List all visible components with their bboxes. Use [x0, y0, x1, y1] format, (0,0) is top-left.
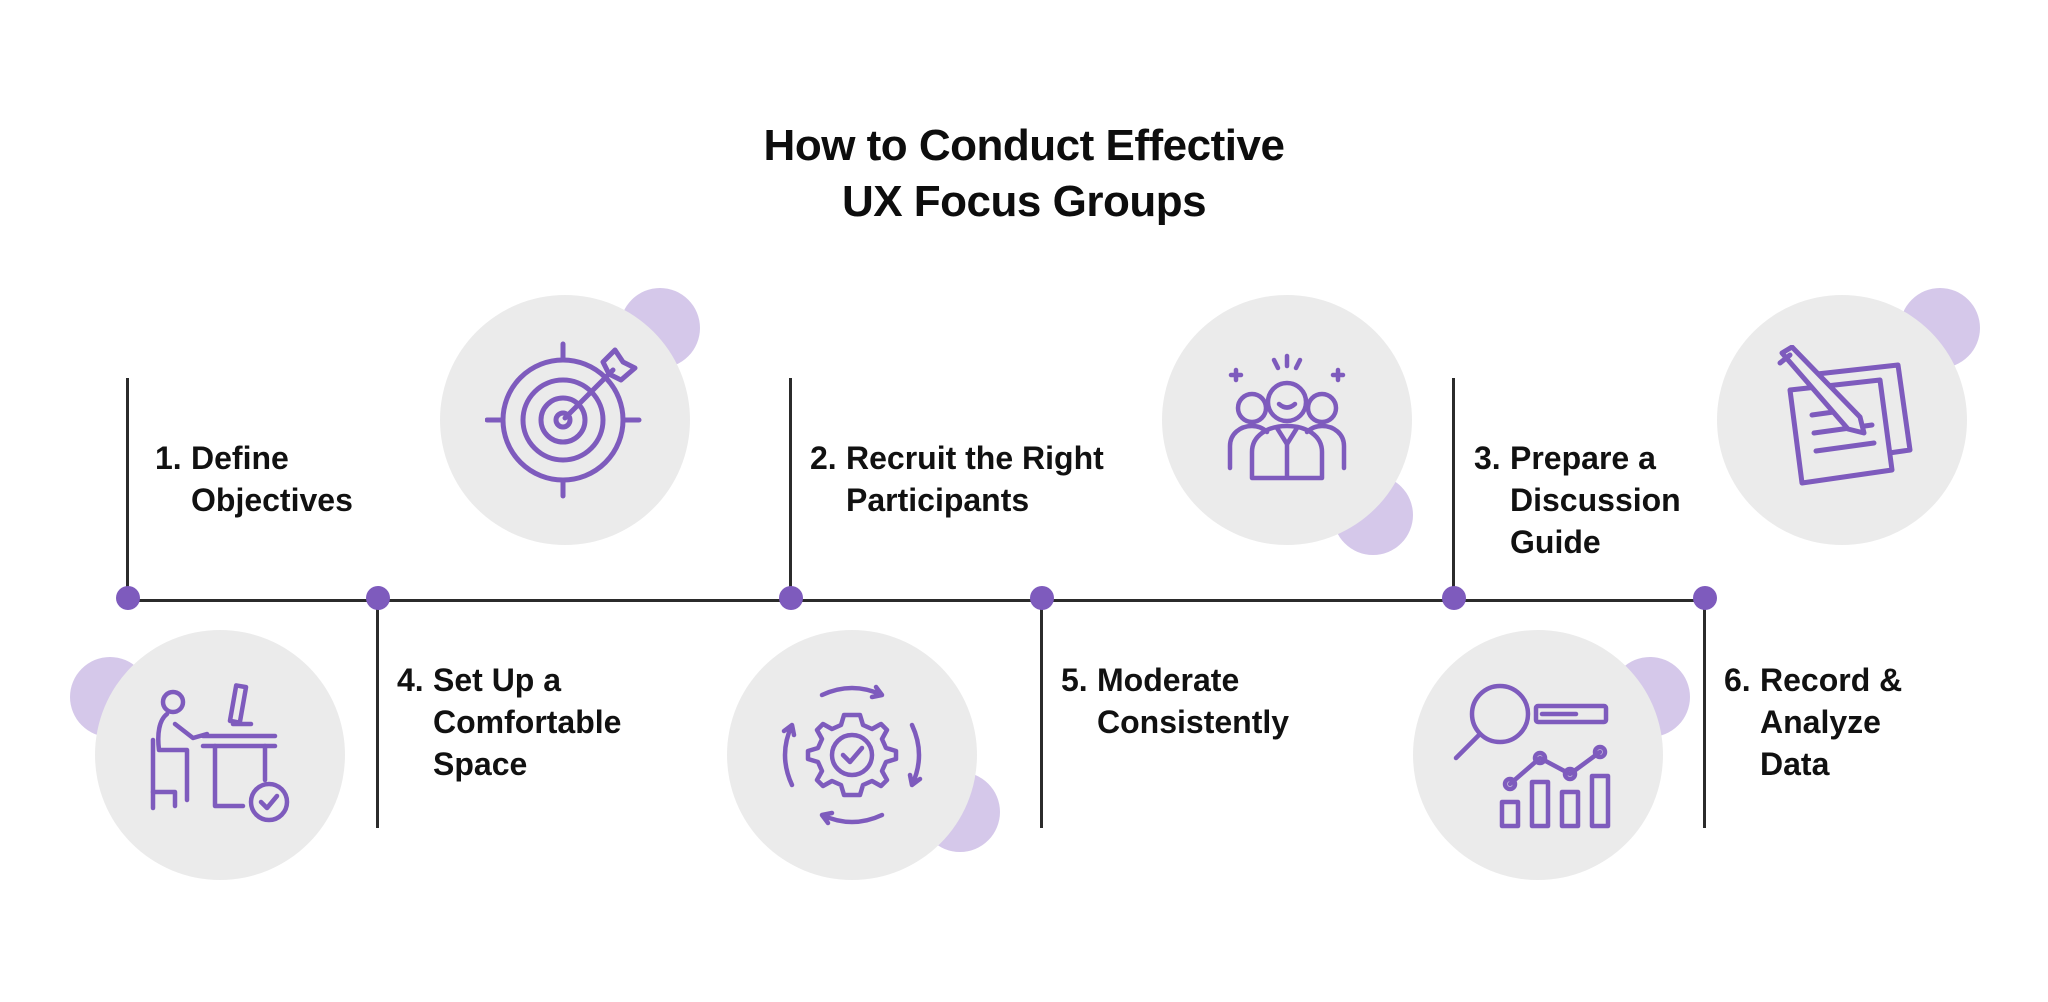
- step-5-label: 5. Moderate Consistently: [1061, 659, 1361, 743]
- connector-step-5: [1040, 599, 1043, 828]
- connector-step-3: [1452, 378, 1455, 599]
- timeline-dot: [1030, 586, 1054, 610]
- connector-step-4: [376, 599, 379, 828]
- person-at-desk-icon: [145, 680, 295, 830]
- timeline-dot: [116, 586, 140, 610]
- step-title: Record & Analyze Data: [1760, 662, 1903, 782]
- title-line-1: How to Conduct Effective: [763, 121, 1285, 170]
- step-1-label: 1. Define Objectives: [155, 437, 455, 521]
- connector-step-6: [1703, 599, 1706, 828]
- step-number: 2.: [810, 440, 837, 476]
- icon-bubble-step-4: [95, 630, 345, 880]
- step-title: Moderate Consistently: [1097, 662, 1290, 740]
- step-number: 3.: [1474, 440, 1501, 476]
- timeline-dot: [1442, 586, 1466, 610]
- group-participants-icon: [1222, 350, 1352, 485]
- target-arrow-icon: [485, 340, 645, 500]
- timeline-dot: [366, 586, 390, 610]
- step-number: 5.: [1061, 662, 1088, 698]
- step-title: Set Up a Comfortable Space: [433, 662, 622, 782]
- step-title: Prepare a Discussion Guide: [1510, 440, 1681, 560]
- step-3-label: 3. Prepare a Discussion Guide: [1474, 437, 1734, 563]
- icon-bubble-step-5: [727, 630, 977, 880]
- step-title: Recruit the Right Participants: [846, 440, 1104, 518]
- analytics-magnifier-icon: [1450, 680, 1630, 830]
- step-2-label: 2. Recruit the Right Participants: [810, 437, 1170, 521]
- diagram-title: How to Conduct Effective UX Focus Groups: [0, 118, 2048, 230]
- connector-step-1: [126, 378, 129, 599]
- timeline-axis: [127, 599, 1705, 602]
- gear-cycle-check-icon: [772, 675, 932, 835]
- step-number: 6.: [1724, 662, 1751, 698]
- step-4-label: 4. Set Up a Comfortable Space: [397, 659, 697, 785]
- step-title: Define Objectives: [191, 440, 353, 518]
- timeline-dot: [779, 586, 803, 610]
- step-number: 4.: [397, 662, 424, 698]
- connector-step-2: [789, 378, 792, 599]
- step-number: 1.: [155, 440, 182, 476]
- notepad-pencil-icon: [1768, 345, 1918, 495]
- title-line-2: UX Focus Groups: [841, 177, 1207, 226]
- step-6-label: 6. Record & Analyze Data: [1724, 659, 2024, 785]
- timeline-dot: [1693, 586, 1717, 610]
